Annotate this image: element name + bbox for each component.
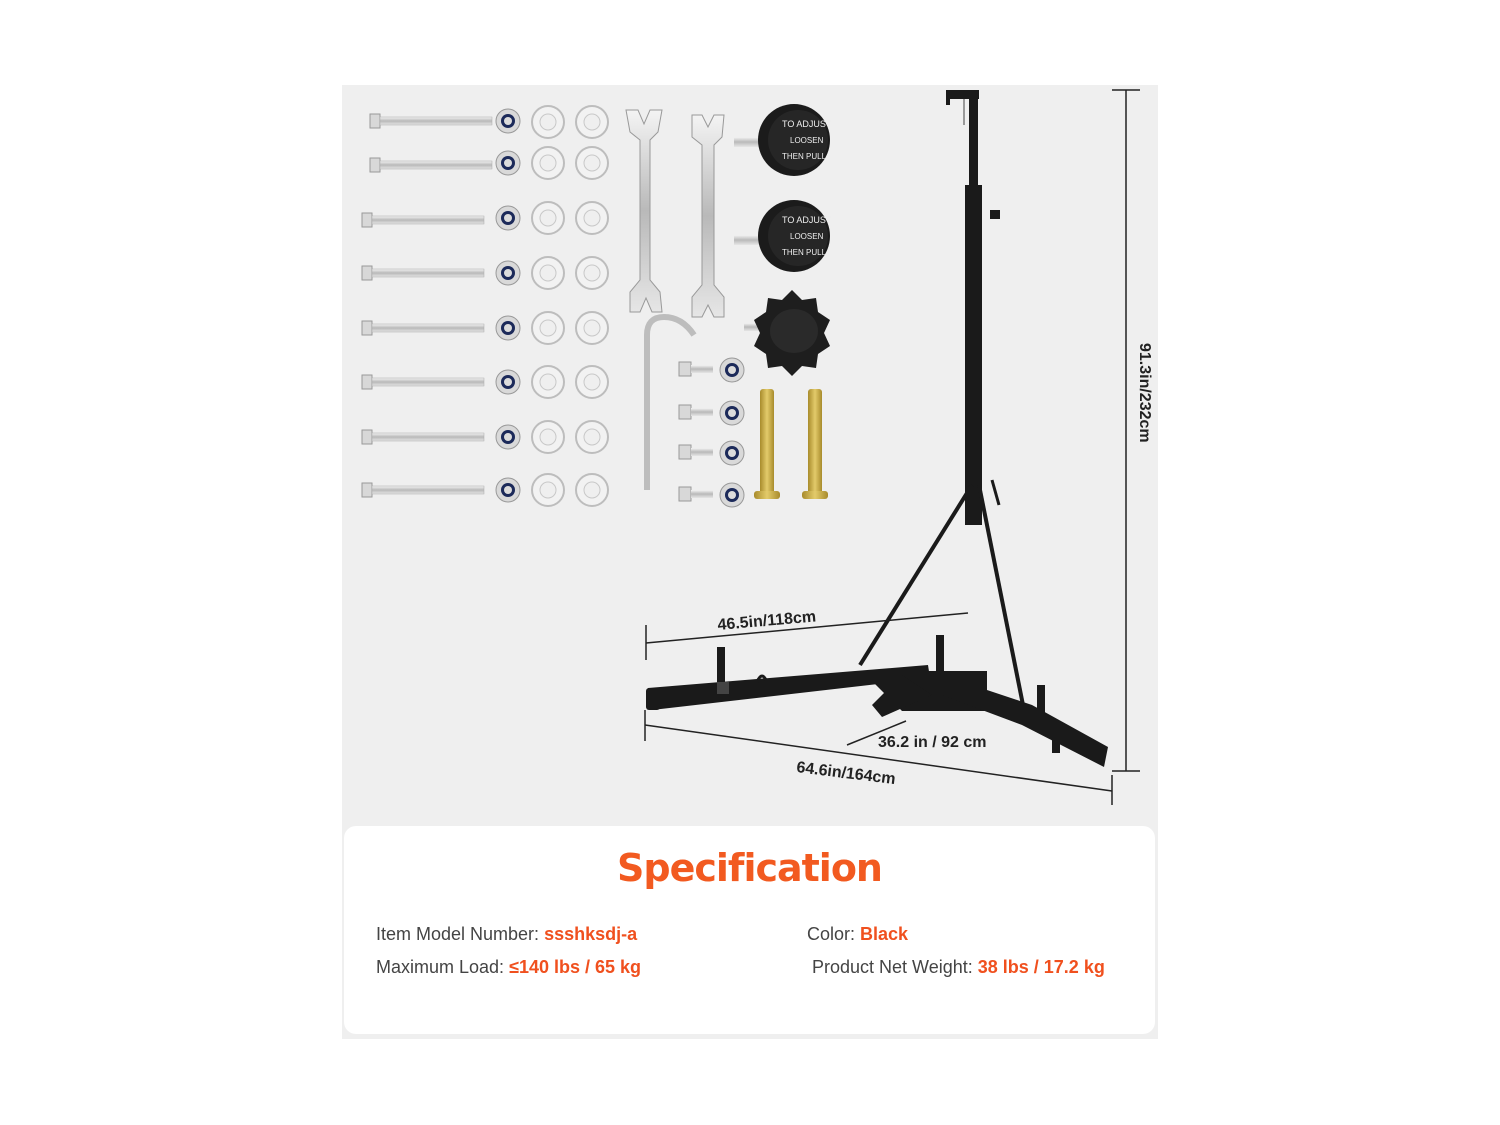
max-load-value: ≤140 lbs / 65 kg <box>509 957 642 977</box>
long-bolts <box>361 113 493 498</box>
product-illustration: TO ADJUST LOOSEN THEN PULL TO ADJUST LOO… <box>361 89 1153 805</box>
net-weight-value: 38 lbs / 17.2 kg <box>977 957 1105 977</box>
svg-text:TO ADJUST: TO ADJUST <box>782 119 832 129</box>
model-number-label: Item Model Number: <box>376 924 545 944</box>
star-knob-icon <box>744 290 830 376</box>
svg-text:LOOSEN: LOOSEN <box>790 136 824 145</box>
net-weight-row: Product Net Weight: 38 lbs / 17.2 kg <box>812 957 1105 978</box>
specification-card: Specification Item Model Number: ssshksd… <box>344 826 1155 1034</box>
top-width-dimension-label: 46.5in/118cm <box>717 608 817 634</box>
model-number-value: ssshksdj-a <box>544 924 638 944</box>
lock-nuts <box>495 108 521 503</box>
svg-text:THEN PULL: THEN PULL <box>782 248 827 257</box>
dimension-lines <box>644 89 1140 805</box>
washers <box>531 105 609 507</box>
wrench-icon <box>625 109 725 318</box>
svg-text:LOOSEN: LOOSEN <box>790 232 824 241</box>
adjust-knob-icon: TO ADJUST LOOSEN THEN PULL <box>734 200 832 272</box>
svg-text:THEN PULL: THEN PULL <box>782 152 827 161</box>
short-bolts <box>678 357 745 508</box>
color-row: Color: Black <box>807 924 908 945</box>
spec-title: Specification <box>617 846 883 890</box>
model-number-row: Item Model Number: ssshksdj-a <box>376 924 637 945</box>
color-value: Black <box>860 924 909 944</box>
max-load-label: Maximum Load: <box>376 957 510 977</box>
max-load-row: Maximum Load: ≤140 lbs / 65 kg <box>376 957 641 978</box>
adjust-knob-icon: TO ADJUST LOOSEN THEN PULL <box>734 104 832 176</box>
anchor-bolts <box>754 389 828 499</box>
color-label: Color: <box>807 924 861 944</box>
net-weight-label: Product Net Weight: <box>812 957 978 977</box>
svg-text:TO ADJUST: TO ADJUST <box>782 215 832 225</box>
punching-bag-stand <box>646 90 1108 767</box>
hook-icon <box>644 313 697 490</box>
depth-dimension-label: 36.2 in / 92 cm <box>878 734 987 751</box>
height-dimension-label: 91.3in/232cm <box>1136 343 1153 443</box>
length-dimension-label: 64.6in/164cm <box>796 759 897 788</box>
